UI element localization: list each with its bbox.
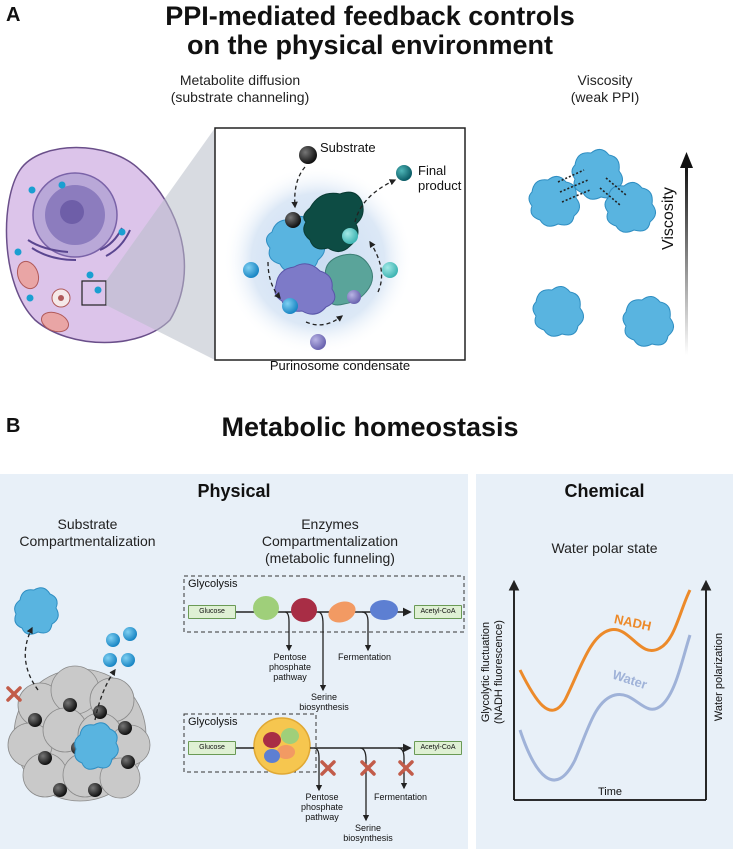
pentose-line1: Pentose — [273, 652, 307, 662]
panel-a-title: PPI-mediated feedback controls on the ph… — [120, 2, 620, 60]
free-enzyme — [14, 587, 59, 635]
pentose-line3: pathway — [273, 672, 307, 682]
substrate-condensate — [7, 665, 151, 802]
diffusion-line1: Metabolite diffusion — [179, 72, 301, 88]
metabolite-ball — [342, 228, 358, 244]
physical-header: Physical — [197, 481, 271, 501]
pentose-line2: phosphate — [268, 662, 312, 672]
serine-label-2: Serine biosynthesis — [342, 823, 394, 843]
enzymes-line3: (metabolic funneling) — [265, 550, 395, 566]
pentose-line3: pathway — [305, 812, 339, 822]
metabolite-ball — [310, 334, 326, 350]
y-left-label: Glycolytic fluctuation (NADH fluorescenc… — [480, 582, 506, 762]
glycolysis-box-2 — [183, 713, 317, 773]
viscosity-enzymes — [528, 149, 674, 347]
chemical-header: Chemical — [564, 481, 645, 501]
final-product-label: Final product — [418, 163, 461, 193]
substrate-line2: Compartmentalization — [19, 533, 156, 549]
condensate-enzymes — [266, 191, 373, 315]
y-left-line1: Glycolytic fluctuation — [480, 621, 492, 723]
serine-line2: biosynthesis — [343, 833, 393, 843]
metabolite-ball — [243, 262, 259, 278]
pentose-line2: phosphate — [300, 802, 344, 812]
serine-label-1: Serine biosynthesis — [298, 692, 350, 712]
serine-line1: Serine — [310, 692, 337, 702]
acetyl-coa-box-1: Acetyl-CoA — [414, 605, 462, 619]
x-label: Time — [598, 786, 623, 798]
final-product-line2: product — [418, 178, 462, 193]
zoom-cone — [106, 128, 215, 360]
fermentation-label-2: Fermentation — [374, 792, 428, 802]
acetyl-coa-box-2: Acetyl-CoA — [414, 741, 462, 755]
panel-a-letter: A — [6, 4, 21, 26]
viscosity-label: Viscosity (weak PPI) — [540, 72, 670, 106]
glucose-box-2: Glucose — [188, 741, 236, 755]
glycolysis-label-2: Glycolysis — [188, 716, 238, 728]
enzymes-line1: Enzymes — [301, 516, 359, 532]
viscosity-line2: (weak PPI) — [570, 89, 640, 105]
enzymes-compartment-label: Enzymes Compartmentalization (metabolic … — [210, 516, 450, 567]
water-line — [518, 634, 692, 782]
viscosity-arrowhead — [680, 152, 693, 168]
fermentation-label-1: Fermentation — [338, 652, 392, 662]
y-left-line2: (NADH fluorescence) — [493, 620, 505, 724]
glycolysis-box-1 — [183, 575, 465, 633]
substrate-line1: Substrate — [57, 516, 118, 532]
chemical-plot — [508, 579, 712, 801]
panel-a-title-line2: on the physical environment — [186, 30, 554, 60]
glucose-box-1: Glucose — [188, 605, 236, 619]
substrate-label: Substrate — [320, 140, 376, 155]
water-polar-subtitle: Water polar state — [551, 540, 658, 556]
condensate-label: Purinosome condensate — [269, 358, 411, 373]
serine-line1: Serine — [354, 823, 381, 833]
panel-a-title-line1: PPI-mediated feedback controls — [165, 1, 575, 31]
substrate-bound-ball — [285, 212, 301, 228]
final-product-ball — [396, 165, 412, 181]
panel-b-letter: B — [6, 415, 21, 437]
glycolysis-label-1: Glycolysis — [188, 578, 238, 590]
metabolite-ball — [347, 290, 361, 304]
y-right-label: Water polarization — [713, 632, 725, 722]
viscosity-axis-label: Viscosity — [660, 187, 677, 250]
substrate-compartment-label: Substrate Compartmentalization — [0, 516, 175, 550]
serine-line2: biosynthesis — [299, 702, 349, 712]
viscosity-line1: Viscosity — [577, 72, 633, 88]
viscosity-axis-bar — [685, 165, 688, 355]
pentose-line1: Pentose — [305, 792, 339, 802]
red-x — [6, 686, 22, 702]
red-x — [320, 760, 414, 776]
diffusion-label: Metabolite diffusion (substrate channeli… — [140, 72, 340, 106]
diffusion-line2: (substrate channeling) — [170, 89, 310, 105]
pentose-label-2: Pentose phosphate pathway — [298, 792, 346, 822]
final-product-line1: Final — [418, 163, 447, 178]
panel-b-title: Metabolic homeostasis — [221, 412, 519, 442]
metabolite-ball — [382, 262, 398, 278]
substrate-ball — [299, 146, 317, 164]
pentose-label-1: Pentose phosphate pathway — [266, 652, 314, 682]
free-substrates — [103, 627, 137, 667]
enzymes-line2: Compartmentalization — [261, 533, 399, 549]
metabolite-ball — [282, 298, 298, 314]
nadh-line — [518, 589, 692, 712]
chemical-panel — [476, 474, 733, 849]
